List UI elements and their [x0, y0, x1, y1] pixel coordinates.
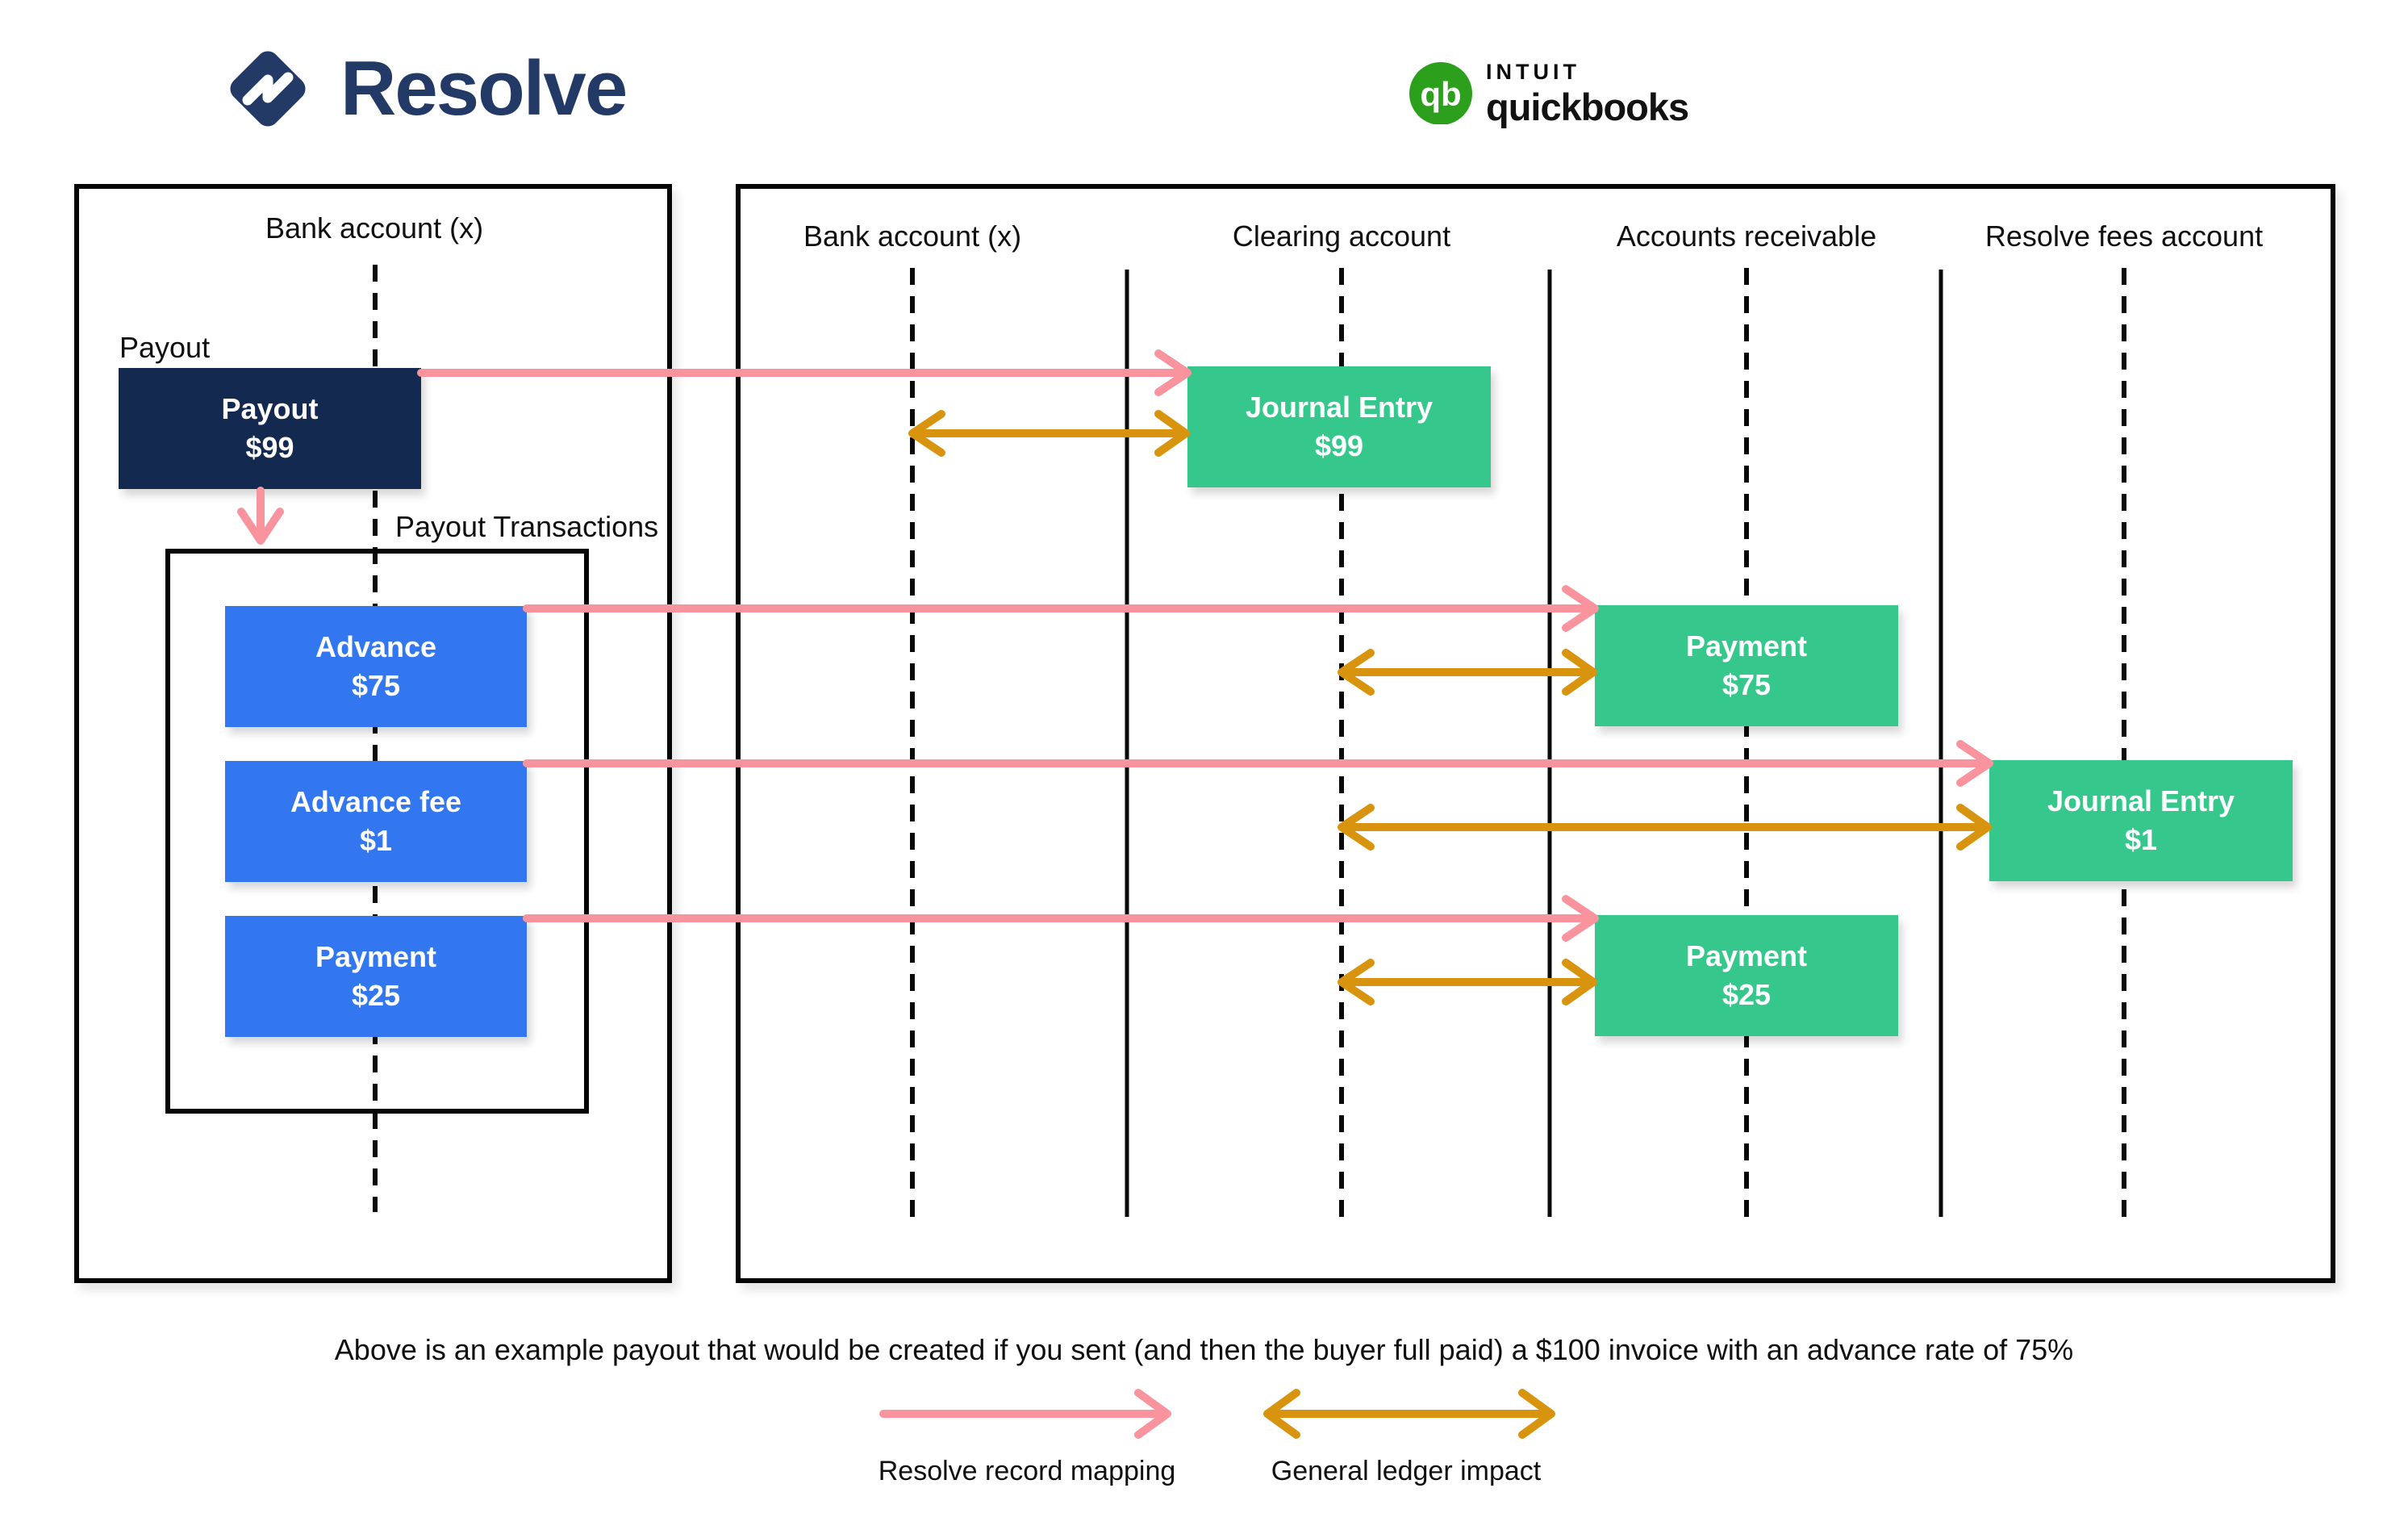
quickbooks-logo: qb INTUIT quickbooks [1408, 60, 1689, 128]
quickbooks-wordmark: INTUIT quickbooks [1486, 60, 1689, 128]
resolve-wordmark: Resolve [340, 45, 628, 132]
intuit-text: INTUIT [1486, 60, 1580, 84]
payout-box-amount: $99 [245, 431, 294, 464]
legend-label-resolve-record-mapping: Resolve record mapping [878, 1456, 1176, 1486]
advance-fee-box: Advance fee $1 [225, 761, 527, 882]
journal-entry-99-box: Journal Entry $99 [1187, 366, 1491, 487]
quickbooks-panel [736, 184, 2335, 1283]
journal-entry-99-title: Journal Entry [1245, 391, 1434, 424]
qb-column-title-bank-account: Bank account (x) [803, 219, 1022, 253]
payment-25-box-title: Payment [315, 940, 437, 973]
qb-payment-25-amount: $25 [1721, 978, 1772, 1011]
payout-label: Payout [119, 331, 211, 364]
advance-fee-box-amount: $1 [359, 824, 393, 857]
payment-25-box-amount: $25 [351, 979, 401, 1012]
journal-entry-1-box: Journal Entry $1 [1989, 760, 2293, 881]
qb-payment-75-box: Payment $75 [1595, 605, 1898, 726]
diagram-caption: Above is an example payout that would be… [334, 1333, 2074, 1366]
left-column-title: Bank account (x) [265, 211, 484, 245]
advance-box: Advance $75 [225, 606, 527, 727]
quickbooks-text: quickbooks [1486, 86, 1689, 128]
qb-payment-25-box: Payment $25 [1595, 915, 1898, 1036]
advance-box-title: Advance [315, 630, 437, 663]
quickbooks-icon: qb [1409, 62, 1472, 124]
qb-payment-25-title: Payment [1685, 939, 1808, 972]
advance-fee-box-title: Advance fee [290, 785, 462, 818]
payout-box: Payout $99 [119, 368, 421, 489]
journal-entry-1-amount: $1 [2124, 823, 2158, 856]
payment-25-box: Payment $25 [225, 916, 527, 1037]
payout-transactions-label: Payout Transactions [395, 510, 659, 543]
resolve-logo: Resolve [219, 32, 628, 145]
journal-entry-99-amount: $99 [1314, 429, 1364, 462]
qb-column-title-accounts-receivable: Accounts receivable [1616, 219, 1877, 253]
svg-text:qb: qb [1420, 75, 1461, 113]
resolve-diamond-icon [230, 51, 306, 127]
advance-box-amount: $75 [351, 669, 401, 702]
legend-mapping-arrow [879, 1389, 1171, 1439]
legend-ledger-arrow [1263, 1389, 1555, 1439]
journal-entry-1-title: Journal Entry [2047, 784, 2235, 817]
qb-payment-75-title: Payment [1685, 629, 1808, 663]
qb-payment-75-amount: $75 [1721, 668, 1772, 701]
qb-column-title-resolve-fees-account: Resolve fees account [1984, 219, 2264, 253]
payout-box-title: Payout [221, 392, 319, 425]
legend-label-general-ledger-impact: General ledger impact [1271, 1456, 1542, 1486]
qb-column-title-clearing-account: Clearing account [1232, 219, 1451, 253]
